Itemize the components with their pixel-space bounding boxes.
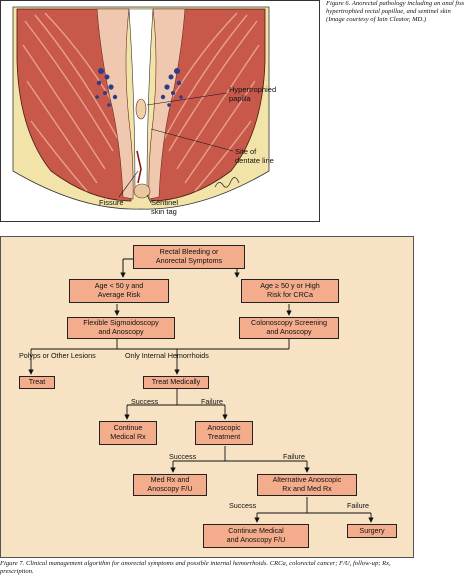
label-dentate-line: Site of dentate line <box>235 147 274 165</box>
box-treat: Treat <box>19 376 55 389</box>
box-alternative-anoscopic: Alternative Anoscopic Rx and Med Rx <box>257 474 357 496</box>
box-continue-medical-anoscopy-fu: Continue Medical and Anoscopy F/U <box>203 524 309 548</box>
box-flexible-sigmoidoscopy: Flexible Sigmoidoscopy and Anoscopy <box>67 317 175 339</box>
box-colonoscopy: Colonoscopy Screening and Anoscopy <box>239 317 339 339</box>
box-rectal-bleeding: Rectal Bleeding or Anorectal Symptoms <box>133 245 245 269</box>
label-failure-2: Failure <box>283 452 305 461</box>
box-anoscopic-treatment: Anoscopic Treatment <box>195 421 253 445</box>
figure6-illustration: Hypertrophied papilla Site of dentate li… <box>0 0 320 222</box>
label-hypertrophied-papilla: Hypertrophied papilla <box>229 85 277 103</box>
label-failure-3: Failure <box>347 501 369 510</box>
box-surgery: Surgery <box>347 524 397 538</box>
label-success-1: Success <box>131 397 159 406</box>
figure7-caption: Figure 7. Clinical management algorithm … <box>0 560 391 575</box>
label-success-3: Success <box>229 501 257 510</box>
box-age-over-50: Age ≥ 50 y or High Risk for CRCa <box>241 279 339 303</box>
figure6-caption: Figure 6. Anorectal pathology including … <box>326 0 465 23</box>
box-continue-medical-rx: Continue Medical Rx <box>99 421 157 445</box>
label-sentinel-skin-tag: Sentinel skin tag <box>151 198 179 216</box>
label-polyps: Polyps or Other Lesions <box>19 351 96 360</box>
label-fissure: Fissure <box>99 198 124 207</box>
box-med-rx-anoscopy-fu: Med Rx and Anoscopy F/U <box>133 474 207 496</box>
label-internal-hemorrhoids: Only Internal Hemorrhoids <box>125 351 209 360</box>
box-treat-medically: Treat Medically <box>143 376 209 389</box>
box-age-under-50: Age < 50 y and Average Risk <box>69 279 169 303</box>
label-failure-1: Failure <box>201 397 223 406</box>
label-success-2: Success <box>169 452 197 461</box>
figure7-flowchart: Rectal Bleeding or Anorectal Symptoms Ag… <box>0 236 414 558</box>
anorectal-anatomy-drawing <box>12 6 270 210</box>
